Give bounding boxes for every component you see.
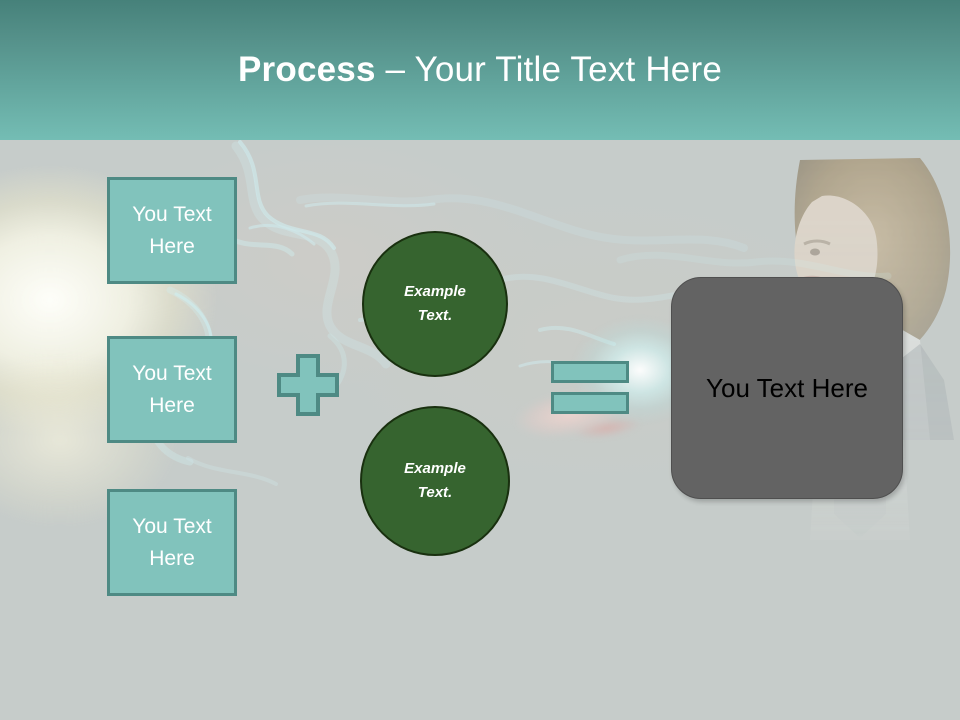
process-circle-1-label: Example Text. — [404, 280, 466, 328]
process-circle-2[interactable]: Example Text. — [360, 406, 510, 556]
process-circle-2-line1: Example — [404, 460, 466, 477]
equals-icon-bar-bottom — [551, 392, 629, 414]
input-box-3[interactable]: You Text Here — [107, 489, 237, 596]
input-box-2[interactable]: You Text Here — [107, 336, 237, 443]
page-title-rest: – Your Title Text Here — [375, 50, 722, 89]
page-title-strong: Process — [238, 50, 376, 89]
input-box-1[interactable]: You Text Here — [107, 177, 237, 284]
result-box[interactable]: You Text Here — [671, 277, 903, 499]
process-circle-2-line2: Text. — [417, 484, 453, 501]
input-box-1-label: You Text Here — [132, 202, 212, 258]
process-circle-1-line2: Text. — [417, 307, 453, 324]
page-title: Process – Your Title Text Here — [0, 49, 960, 91]
process-circle-1-line1: Example — [404, 283, 466, 300]
title-banner: Process – Your Title Text Here — [0, 0, 960, 140]
process-circle-1[interactable]: Example Text. — [362, 231, 508, 377]
input-box-2-label: You Text Here — [132, 361, 212, 417]
process-circle-2-label: Example Text. — [404, 457, 466, 505]
input-box-3-label: You Text Here — [132, 514, 212, 570]
plus-icon — [276, 353, 340, 417]
result-box-label: You Text Here — [706, 372, 868, 403]
equals-icon-bar-top — [551, 361, 629, 383]
